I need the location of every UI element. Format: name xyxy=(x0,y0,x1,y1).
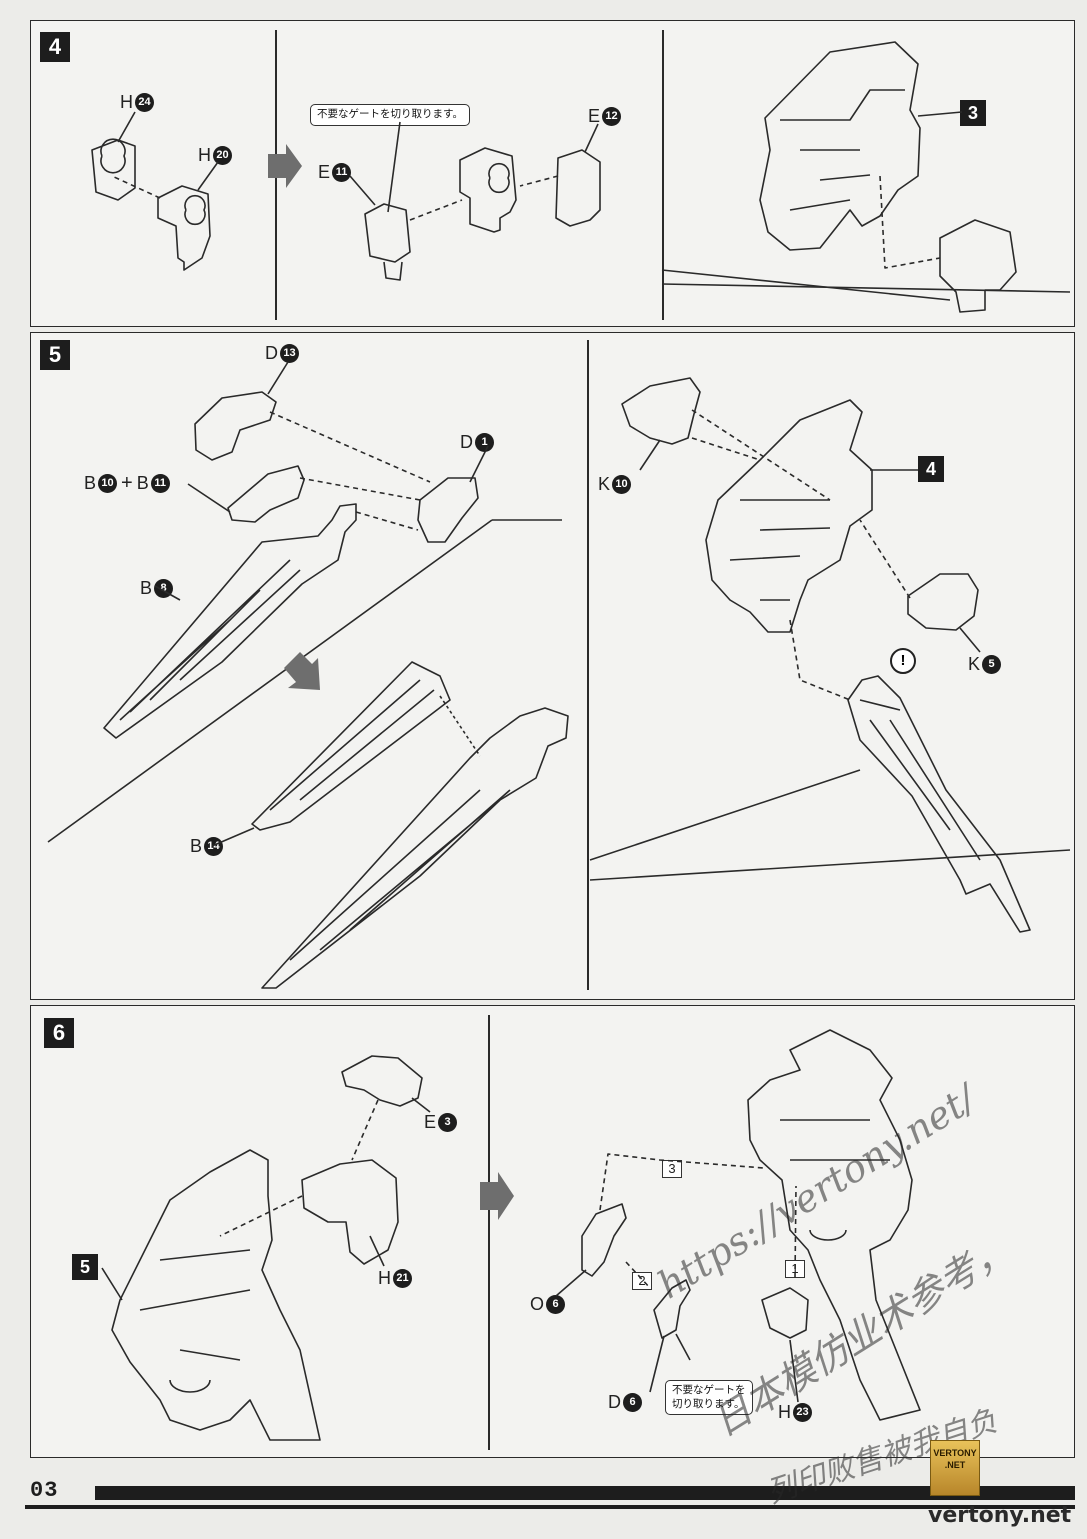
footer-bar xyxy=(95,1486,1075,1500)
part-letter: H xyxy=(378,1268,391,1288)
flow-arrow-icon xyxy=(480,1172,514,1220)
part-number-badge: 10 xyxy=(98,474,118,493)
part-k5-drawing xyxy=(907,573,979,631)
part-letter: B xyxy=(136,473,149,493)
part-number-badge: 6 xyxy=(546,1295,566,1314)
part-b10-b11-drawing xyxy=(227,465,305,523)
part-number-badge: 11 xyxy=(332,163,352,182)
part-o6-drawing xyxy=(581,1203,627,1277)
part-number-badge: 6 xyxy=(623,1393,642,1412)
part-letter: K xyxy=(968,654,981,674)
part-d13-drawing xyxy=(194,391,277,461)
step-4-drawings xyxy=(91,41,1071,313)
part-number-badge: 21 xyxy=(393,1269,412,1288)
sequence-step-3: 3 xyxy=(662,1160,682,1178)
step-4-number: 4 xyxy=(40,32,70,62)
assembly-5-drawing xyxy=(111,1149,321,1441)
part-number-badge: 1 xyxy=(475,433,494,452)
part-letter: D xyxy=(265,343,278,363)
logo-text-bottom: .NET xyxy=(944,1460,966,1470)
step-6-number: 6 xyxy=(44,1018,74,1048)
page-number: 03 xyxy=(30,1478,59,1503)
step-6-panel xyxy=(30,1005,1075,1458)
part-letter: H xyxy=(120,92,133,112)
assembly-3-drawing xyxy=(759,41,921,251)
step-6-drawings xyxy=(101,1029,921,1441)
part-h24-drawing xyxy=(91,138,136,201)
gate-cut-note: 不要なゲートを 切り取ります。 xyxy=(665,1380,753,1416)
part-letter: D xyxy=(608,1392,621,1412)
assembly-4-drawing xyxy=(705,399,873,633)
part-letter: D xyxy=(460,432,473,452)
part-b8-drawing xyxy=(103,503,357,739)
footer-rule xyxy=(25,1505,1075,1509)
part-e11-drawing xyxy=(364,203,411,281)
part-letter: H xyxy=(778,1402,791,1422)
part-letter: E xyxy=(318,162,331,182)
logo-text-top: VERTONY xyxy=(933,1448,977,1458)
part-number-badge: 12 xyxy=(602,107,622,126)
part-h20-drawing xyxy=(157,185,211,271)
part-letter: O xyxy=(530,1294,545,1314)
part-number-badge: 3 xyxy=(438,1113,458,1132)
step-5-number: 5 xyxy=(40,340,70,370)
part-letter: E xyxy=(424,1112,437,1132)
subassembly-ref-4: 4 xyxy=(918,456,944,482)
part-blade-right-drawing xyxy=(847,675,1031,933)
part-e3-drawing xyxy=(341,1055,423,1107)
step-4-divider-2 xyxy=(662,30,664,320)
gate-cut-note: 不要なゲートを切り取ります。 xyxy=(310,104,470,126)
part-d1-drawing xyxy=(417,477,479,543)
vertony-logo: VERTONY .NET xyxy=(930,1440,980,1496)
part-center-drawing xyxy=(459,147,517,233)
part-number-badge: 24 xyxy=(135,93,154,112)
step-6-divider xyxy=(488,1015,490,1450)
part-number-badge: 5 xyxy=(982,655,1002,674)
gate-note-line-2: 切り取ります。 xyxy=(672,1397,745,1410)
step-5-drawings xyxy=(47,361,1071,989)
part-letter: B xyxy=(190,836,203,856)
part-number-badge: 13 xyxy=(280,344,299,363)
subassembly-ref-5: 5 xyxy=(72,1254,98,1280)
part-number-badge: 23 xyxy=(793,1403,812,1422)
part-number-badge: 10 xyxy=(612,475,632,494)
part-number-badge: 20 xyxy=(213,146,232,165)
part-b14-drawing xyxy=(251,661,451,831)
part-letter: K xyxy=(598,474,611,494)
part-number-badge: 11 xyxy=(150,474,170,493)
part-h21-drawing xyxy=(301,1159,399,1265)
flow-arrow-icon xyxy=(268,144,302,188)
subassembly-ref-3: 3 xyxy=(960,100,986,126)
part-letter: B xyxy=(84,473,97,493)
brand-text: vertony.net xyxy=(928,1503,1072,1528)
assembly-right-drawing xyxy=(747,1029,921,1421)
step-5-divider xyxy=(587,340,589,990)
part-letter: E xyxy=(588,106,601,126)
part-letter: B xyxy=(140,578,153,598)
plus-sign: + xyxy=(121,472,133,494)
step-4-panel xyxy=(30,20,1075,327)
warning-icon: ! xyxy=(890,648,916,674)
gate-note-line-1: 不要なゲートを xyxy=(672,1384,746,1396)
part-letter: H xyxy=(198,145,211,165)
part-b8-assembled-drawing xyxy=(261,707,569,989)
part-k10-drawing xyxy=(621,377,701,445)
part-h23-drawing xyxy=(761,1287,809,1339)
flow-arrow-icon xyxy=(284,652,320,690)
